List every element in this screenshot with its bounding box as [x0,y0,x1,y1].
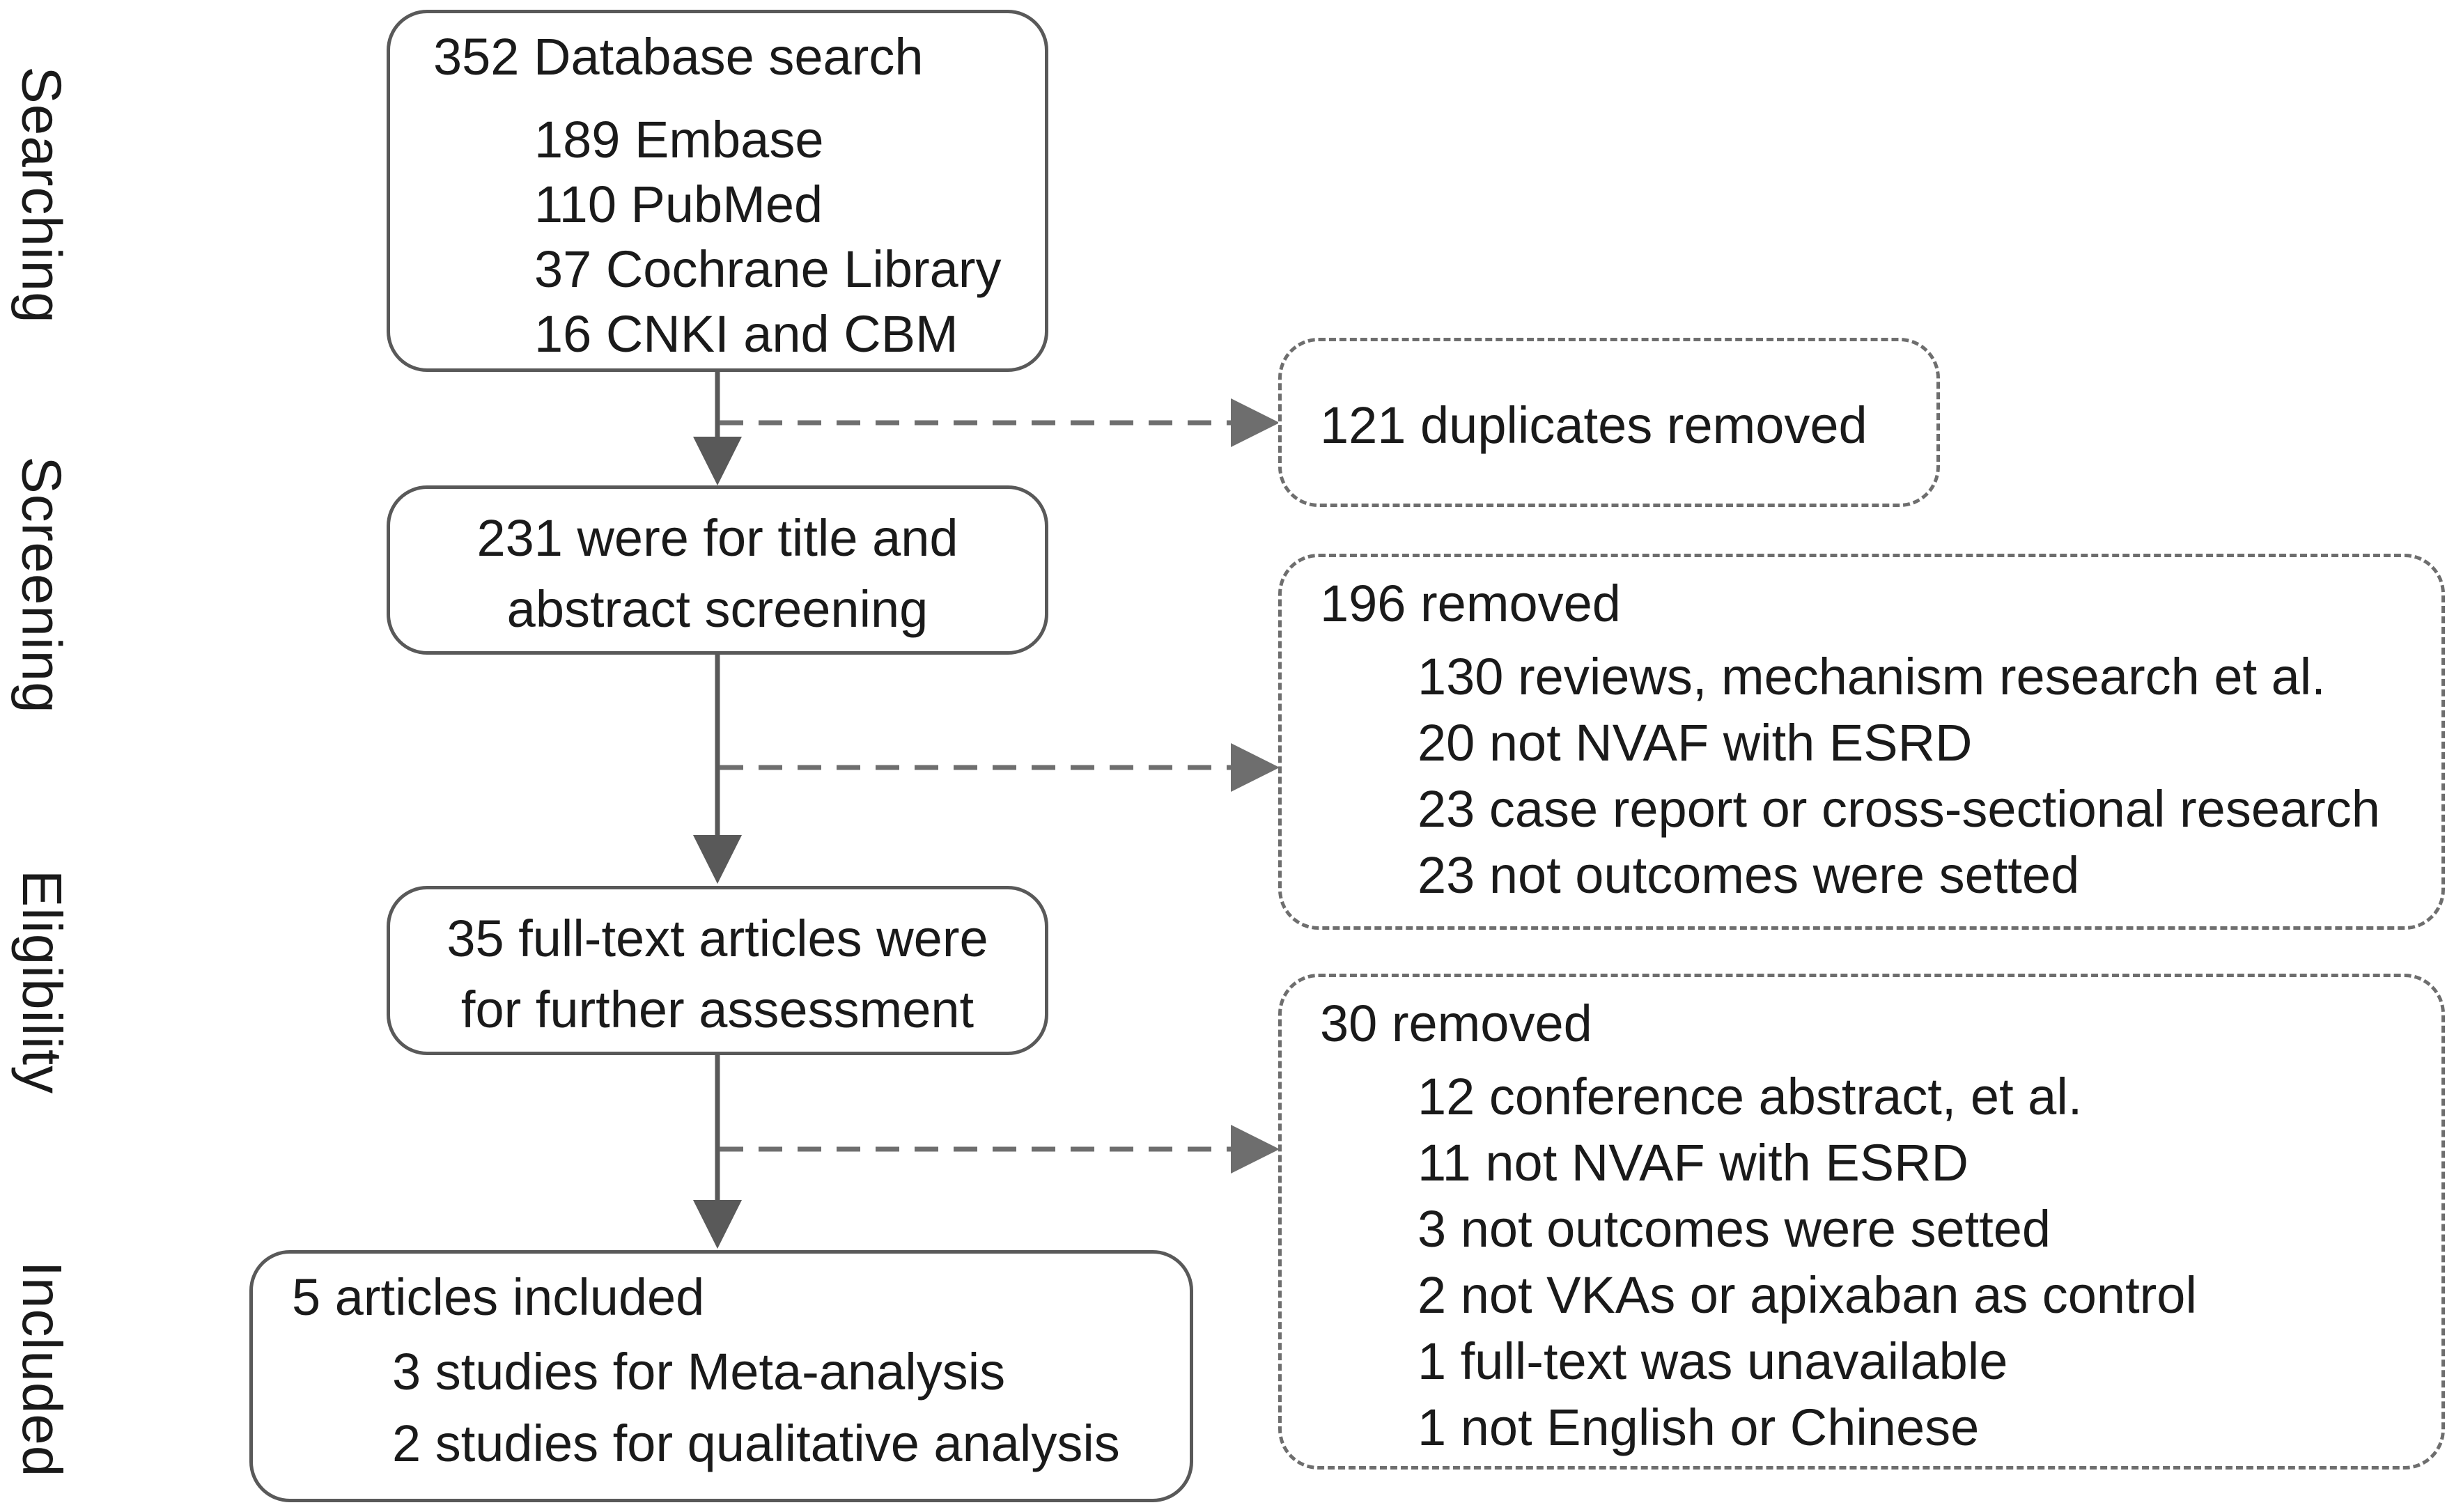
screening-box: 231 were for title and abstract screenin… [387,485,1048,655]
removed-screening-item: 23 case report or cross-sectional resear… [1418,780,2380,838]
screening-line: abstract screening [506,580,929,638]
removed-screening-box: 196 removed 130 reviews, mechanism resea… [1278,554,2445,930]
removed-screening-item: 130 reviews, mechanism research et al. [1418,648,2326,706]
included-box: 5 articles included 3 studies for Meta-a… [249,1250,1193,1502]
removed-eligibility-item: 3 not outcomes were setted [1418,1200,2051,1258]
search-item: 37 Cochrane Library [534,240,1002,298]
removed-eligibility-item: 11 not NVAF with ESRD [1418,1134,1968,1192]
removed-eligibility-item: 2 not VKAs or apixaban as control [1418,1266,2197,1324]
removed-eligibility-item: 1 not English or Chinese [1418,1398,1980,1456]
removed-eligibility-title: 30 removed [1320,995,1592,1052]
included-item: 3 studies for Meta-analysis [392,1343,1006,1401]
removed-eligibility-box: 30 removed 12 conference abstract, et al… [1278,974,2445,1470]
screening-line: 231 were for title and [476,509,958,567]
included-item: 2 studies for qualitative analysis [392,1414,1120,1472]
search-item: 189 Embase [534,111,824,169]
search-item: 110 PubMed [534,176,823,233]
removed-screening-item: 20 not NVAF with ESRD [1418,714,1973,772]
removed-eligibility-item: 1 full-text was unavailable [1418,1332,2008,1390]
removed-eligibility-item: 12 conference abstract, et al. [1418,1068,2083,1125]
removed-screening-item: 23 not outcomes were setted [1418,846,2080,904]
eligibility-line: 35 full-text articles were [446,910,988,967]
included-title: 5 articles included [292,1268,705,1326]
search-item: 16 CNKI and CBM [534,305,958,363]
search-box: 352 Database search 189 Embase 110 PubMe… [387,10,1048,372]
search-title: 352 Database search [433,28,924,86]
removed-screening-title: 196 removed [1320,575,1621,632]
duplicates-box: 121 duplicates removed [1278,338,1940,507]
eligibility-box: 35 full-text articles were for further a… [387,886,1048,1055]
duplicates-text: 121 duplicates removed [1320,396,1867,454]
eligibility-line: for further assessment [460,981,974,1038]
